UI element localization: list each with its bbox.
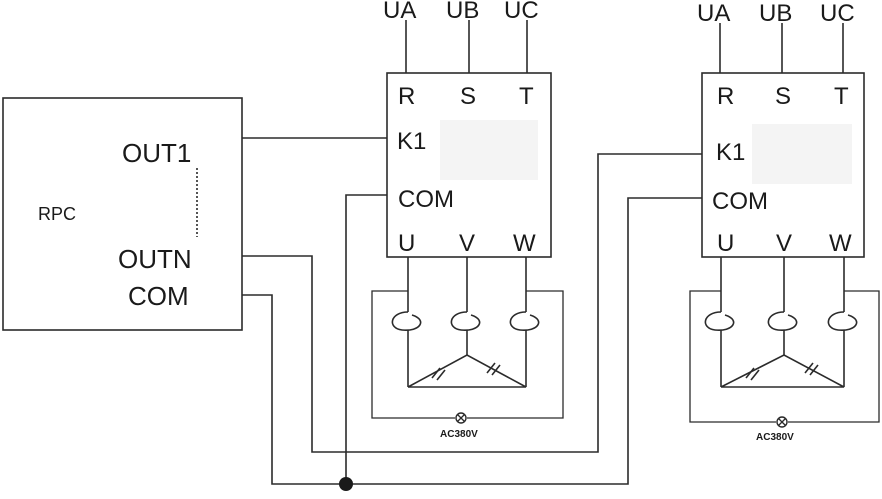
heater-coil-w — [509, 311, 540, 331]
input-label-s: S — [460, 83, 476, 110]
load-frame-left — [371, 290, 455, 419]
rpc-outn-label: OUTN — [118, 244, 192, 274]
supply-label-ua: UA — [383, 0, 416, 24]
contactor-1: UA UB UC R S T K1 COM U V W — [383, 0, 552, 312]
load-1: AC380V — [371, 290, 564, 440]
output-label-u: U — [717, 230, 734, 257]
capacitor-mark-right — [486, 362, 501, 376]
load-frame-right — [467, 290, 564, 419]
wire-com-bus — [242, 197, 702, 485]
input-label-t: T — [519, 83, 534, 110]
supply-label-ub: UB — [759, 0, 792, 27]
contactor-com-label: COM — [712, 188, 768, 215]
input-label-t: T — [834, 83, 849, 110]
output-label-v: V — [776, 230, 792, 257]
delta-connection — [407, 354, 527, 388]
contactor-shade — [440, 120, 538, 180]
capacitor-mark-right — [804, 362, 819, 376]
coil-label-k1: K1 — [716, 139, 745, 166]
contactor-shade — [752, 124, 852, 184]
rpc-controller: RPC OUT1 OUTN COM — [2, 97, 243, 331]
rpc-com-label: COM — [128, 281, 189, 311]
input-label-s: S — [775, 83, 791, 110]
output-label-w: W — [513, 230, 536, 257]
lamp-icon — [455, 412, 467, 424]
output-label-w: W — [829, 230, 852, 257]
contactor-2: UA UB UC R S T K1 COM U V W — [697, 0, 865, 312]
output-label-v: V — [459, 230, 475, 257]
supply-label-uc: UC — [820, 0, 855, 27]
load-frame-right — [788, 290, 880, 423]
capacitor-mark-left — [431, 367, 446, 381]
input-label-r: R — [398, 83, 415, 110]
lamp-icon — [776, 416, 788, 428]
heater-coil-v — [767, 311, 798, 331]
contactor-com-label: COM — [398, 186, 454, 213]
input-label-r: R — [717, 83, 734, 110]
heater-coil-w — [827, 311, 858, 331]
rpc-box — [2, 97, 243, 331]
output-label-u: U — [398, 230, 415, 257]
delta-connection — [720, 354, 845, 388]
load-frame-left — [689, 290, 776, 423]
load-2: AC380V — [689, 290, 880, 443]
heater-coil-u — [391, 311, 422, 331]
coil-label-k1: K1 — [397, 128, 426, 155]
rpc-label: RPC — [38, 204, 76, 224]
capacitor-mark-left — [745, 367, 760, 381]
load-label: AC380V — [440, 429, 478, 440]
supply-label-ub: UB — [446, 0, 479, 24]
rpc-out1-label: OUT1 — [122, 138, 191, 168]
supply-label-uc: UC — [504, 0, 539, 24]
load-label: AC380V — [756, 432, 794, 443]
wire-outn-to-k1 — [242, 153, 702, 453]
heater-coil-v — [450, 311, 481, 331]
heater-coil-u — [704, 311, 735, 331]
interconnect-wires — [242, 137, 702, 491]
junction-dot — [339, 477, 353, 491]
supply-label-ua: UA — [697, 0, 730, 27]
wire-com-to-contactor-1 — [345, 194, 387, 484]
